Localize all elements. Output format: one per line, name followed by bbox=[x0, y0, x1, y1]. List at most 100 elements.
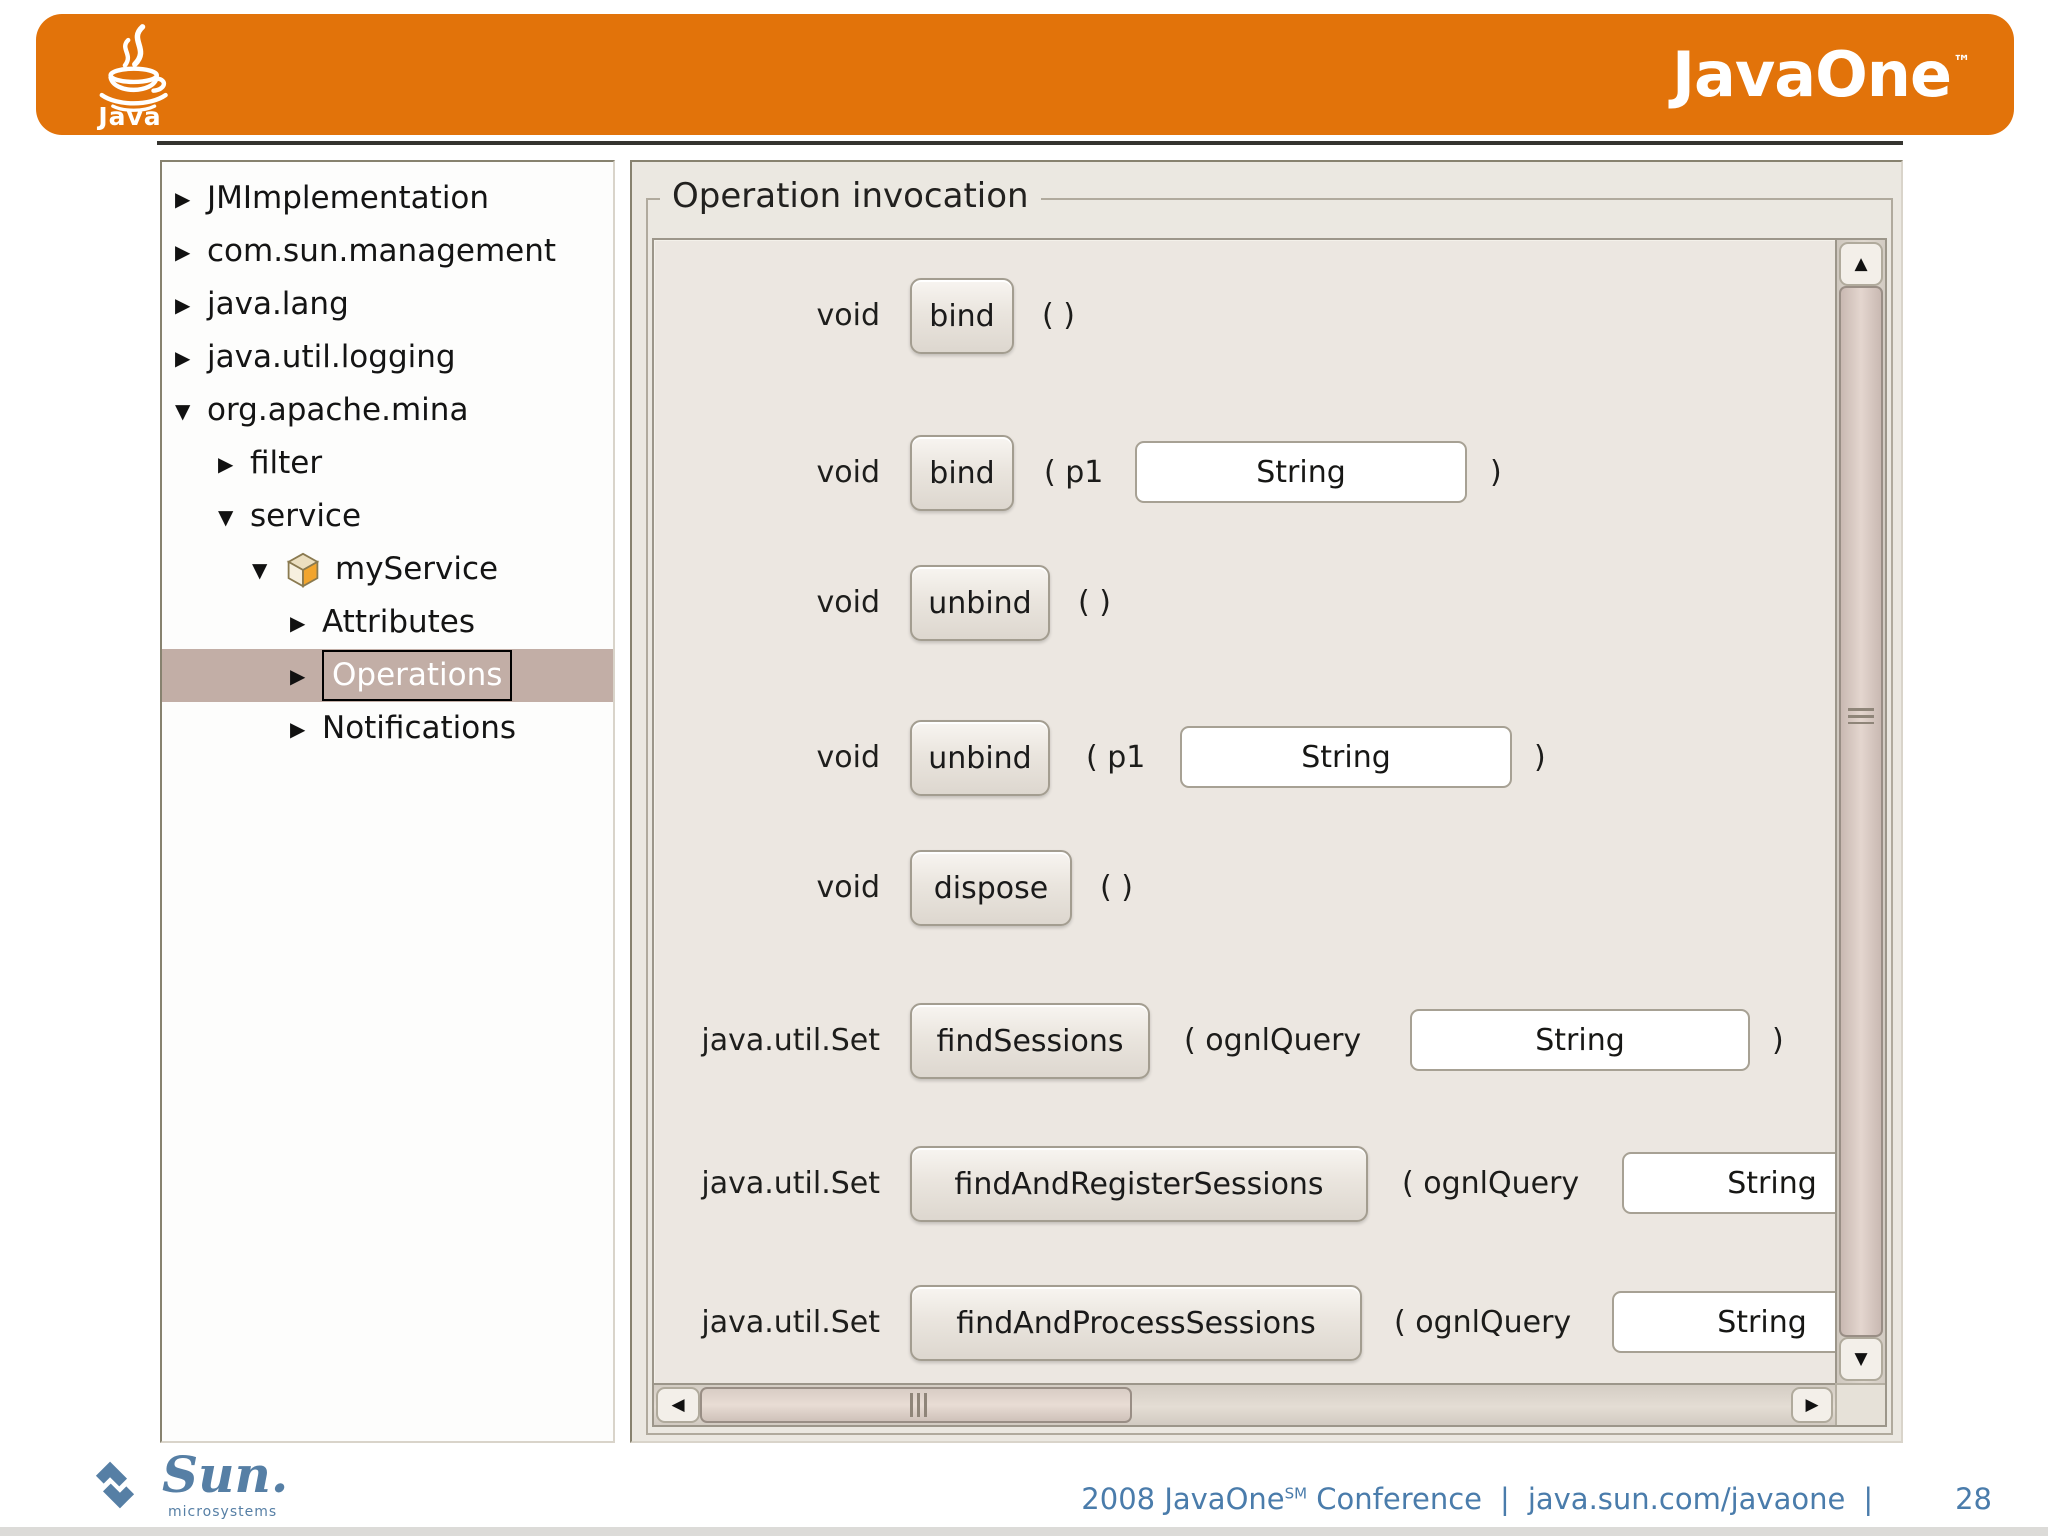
collapse-arrow-icon[interactable]: ▶ bbox=[290, 611, 306, 635]
collapse-arrow-icon[interactable]: ▶ bbox=[175, 187, 191, 211]
right-arrow-icon: ▶ bbox=[1805, 1395, 1819, 1415]
tree-item-service[interactable]: ▼ service bbox=[162, 490, 613, 543]
collapse-arrow-icon[interactable]: ▶ bbox=[218, 452, 234, 476]
param-field-p1[interactable]: String bbox=[1135, 441, 1467, 503]
scroll-right-button[interactable]: ▶ bbox=[1791, 1387, 1833, 1423]
tree-item-notifications[interactable]: ▶ Notifications bbox=[162, 702, 613, 755]
operations-viewport: void bind ( ) void bind ( p1 String) void unbind… bbox=[654, 240, 1835, 1383]
scroll-left-button[interactable]: ◀ bbox=[656, 1387, 700, 1423]
close-paren-label: ) bbox=[1772, 1023, 1784, 1058]
tree-item-com.sun.management[interactable]: ▶com.sun.management bbox=[162, 225, 613, 278]
trademark-mark: ™ bbox=[1953, 52, 1971, 74]
sun-microsystems-logo: Sun. microsystems bbox=[78, 1448, 398, 1532]
tree-item-label: JMImplementation bbox=[207, 180, 490, 216]
scrollbar-corner bbox=[1835, 1383, 1885, 1425]
param-field-ognlQuery[interactable]: String bbox=[1612, 1291, 1835, 1353]
sun-logo-word: Sun. bbox=[162, 1445, 289, 1504]
operation-row-findSessions: java.util.Set findSessions ( ognlQuery Stri… bbox=[654, 1002, 1835, 1080]
open-paren-label: ( ognlQuery bbox=[1394, 1305, 1572, 1340]
return-type-label: void bbox=[816, 740, 881, 775]
tree-item-jmimplementation[interactable]: ▶ JMImplementation bbox=[162, 172, 613, 225]
tree-item-label: org.apache.mina bbox=[207, 392, 469, 428]
groupbox-title: Operation invocation bbox=[660, 176, 1041, 216]
horizontal-scrollbar[interactable]: ◀ ▶ bbox=[654, 1383, 1835, 1425]
tree-item-label: java.lang bbox=[207, 286, 349, 322]
collapse-arrow-icon[interactable]: ▶ bbox=[175, 293, 191, 317]
return-type-label: java.util.Set bbox=[701, 1166, 880, 1201]
sun-diamond-icon bbox=[95, 1461, 135, 1509]
tree-item-myservice[interactable]: ▼myService bbox=[162, 543, 613, 596]
return-type-label: void bbox=[816, 298, 881, 333]
operation-button-findAndRegisterSessions[interactable]: findAndRegisterSessions bbox=[910, 1146, 1368, 1222]
close-paren-label: ) bbox=[1534, 740, 1546, 775]
return-type-label: void bbox=[816, 585, 881, 620]
operation-row-dispose: void dispose ( ) bbox=[654, 849, 1835, 927]
operation-button-findAndProcessSessions[interactable]: findAndProcessSessions bbox=[910, 1285, 1362, 1361]
expand-arrow-icon[interactable]: ▼ bbox=[175, 399, 191, 423]
vertical-scrollbar[interactable]: ▲ ▼ bbox=[1835, 240, 1885, 1383]
param-field-ognlQuery[interactable]: String bbox=[1622, 1152, 1835, 1214]
operation-row-bind: void bind ( ) bbox=[654, 277, 1835, 355]
mbean-tree: ▶JMImplementation▶com.sun.management▶jav… bbox=[162, 162, 613, 755]
tree-item-label: Notifications bbox=[322, 710, 517, 746]
tree-item-operations[interactable]: ▶ Operations bbox=[162, 649, 613, 702]
operation-button-findSessions[interactable]: findSessions bbox=[910, 1003, 1150, 1079]
operation-button-dispose[interactable]: dispose bbox=[910, 850, 1072, 926]
scrollbar-grip-icon bbox=[910, 1393, 928, 1417]
down-arrow-icon: ▼ bbox=[1854, 1349, 1868, 1369]
collapse-arrow-icon[interactable]: ▶ bbox=[290, 717, 306, 741]
return-type-label: void bbox=[816, 870, 881, 905]
scrollbar-grip-icon bbox=[1848, 708, 1874, 724]
operations-scrollpane: void bind ( ) void bind ( p1 String) void unbind… bbox=[652, 238, 1887, 1427]
param-field-p1[interactable]: String bbox=[1180, 726, 1512, 788]
scroll-up-button[interactable]: ▲ bbox=[1839, 242, 1883, 286]
tree-item-label: service bbox=[250, 498, 362, 534]
open-paren-label: ( p1 bbox=[1086, 740, 1146, 775]
operation-button-bind[interactable]: bind bbox=[910, 278, 1014, 354]
tree-item-label: Attributes bbox=[322, 604, 476, 640]
tree-item-java.util.logging[interactable]: ▶java.util.logging bbox=[162, 331, 613, 384]
close-paren-label: ) bbox=[1490, 455, 1502, 490]
left-arrow-icon: ◀ bbox=[671, 1395, 685, 1415]
collapse-arrow-icon[interactable]: ▶ bbox=[290, 664, 306, 688]
open-paren-label: ( ognlQuery bbox=[1402, 1166, 1580, 1201]
collapse-arrow-icon[interactable]: ▶ bbox=[175, 240, 191, 264]
java-logo-word: Java bbox=[98, 102, 162, 131]
return-type-label: java.util.Set bbox=[701, 1305, 880, 1340]
open-paren-label: ( ) bbox=[1100, 870, 1133, 905]
operations-panel: Operation invocation void bind ( ) void bind… bbox=[630, 160, 1903, 1443]
tree-item-label: Operations bbox=[322, 650, 513, 701]
tree-item-java.lang[interactable]: ▶ java.lang bbox=[162, 278, 613, 331]
operation-invocation-groupbox: Operation invocation void bind ( ) void bind… bbox=[646, 176, 1893, 1435]
java-logo-icon bbox=[99, 24, 168, 112]
up-arrow-icon: ▲ bbox=[1854, 254, 1868, 274]
operation-button-bind[interactable]: bind bbox=[910, 435, 1014, 511]
mbean-tree-panel: ▶JMImplementation▶com.sun.management▶jav… bbox=[160, 160, 615, 1443]
sun-logo-subtext: microsystems bbox=[168, 1504, 278, 1520]
open-paren-label: ( p1 bbox=[1044, 455, 1104, 490]
tree-item-attributes[interactable]: ▶ Attributes bbox=[162, 596, 613, 649]
expand-arrow-icon[interactable]: ▼ bbox=[252, 558, 268, 582]
return-type-label: java.util.Set bbox=[701, 1023, 880, 1058]
footer-conference-line: 2008 JavaOneSM Conference|java.sun.com/j… bbox=[1081, 1482, 1992, 1516]
operation-row-findAndProcessSessions: java.util.Set findAndProcessSessions ( ogn… bbox=[654, 1284, 1835, 1362]
scroll-down-button[interactable]: ▼ bbox=[1839, 1337, 1883, 1381]
param-field-ognlQuery[interactable]: String bbox=[1410, 1009, 1750, 1071]
tree-item-filter[interactable]: ▶filter bbox=[162, 437, 613, 490]
operation-row-unbind: void unbind ( p1 String) bbox=[654, 719, 1835, 797]
collapse-arrow-icon[interactable]: ▶ bbox=[175, 346, 191, 370]
operation-button-unbind[interactable]: unbind bbox=[910, 565, 1050, 641]
operation-row-bind: void bind ( p1 String) bbox=[654, 434, 1835, 512]
operation-button-unbind[interactable]: unbind bbox=[910, 720, 1050, 796]
open-paren-label: ( ognlQuery bbox=[1184, 1023, 1362, 1058]
horizontal-scrollbar-thumb[interactable] bbox=[700, 1387, 1132, 1423]
return-type-label: void bbox=[816, 455, 881, 490]
expand-arrow-icon[interactable]: ▼ bbox=[218, 505, 234, 529]
tree-item-org.apache.mina[interactable]: ▼ org.apache.mina bbox=[162, 384, 613, 437]
vertical-scrollbar-thumb[interactable] bbox=[1839, 286, 1883, 1337]
open-paren-label: ( ) bbox=[1042, 298, 1075, 333]
